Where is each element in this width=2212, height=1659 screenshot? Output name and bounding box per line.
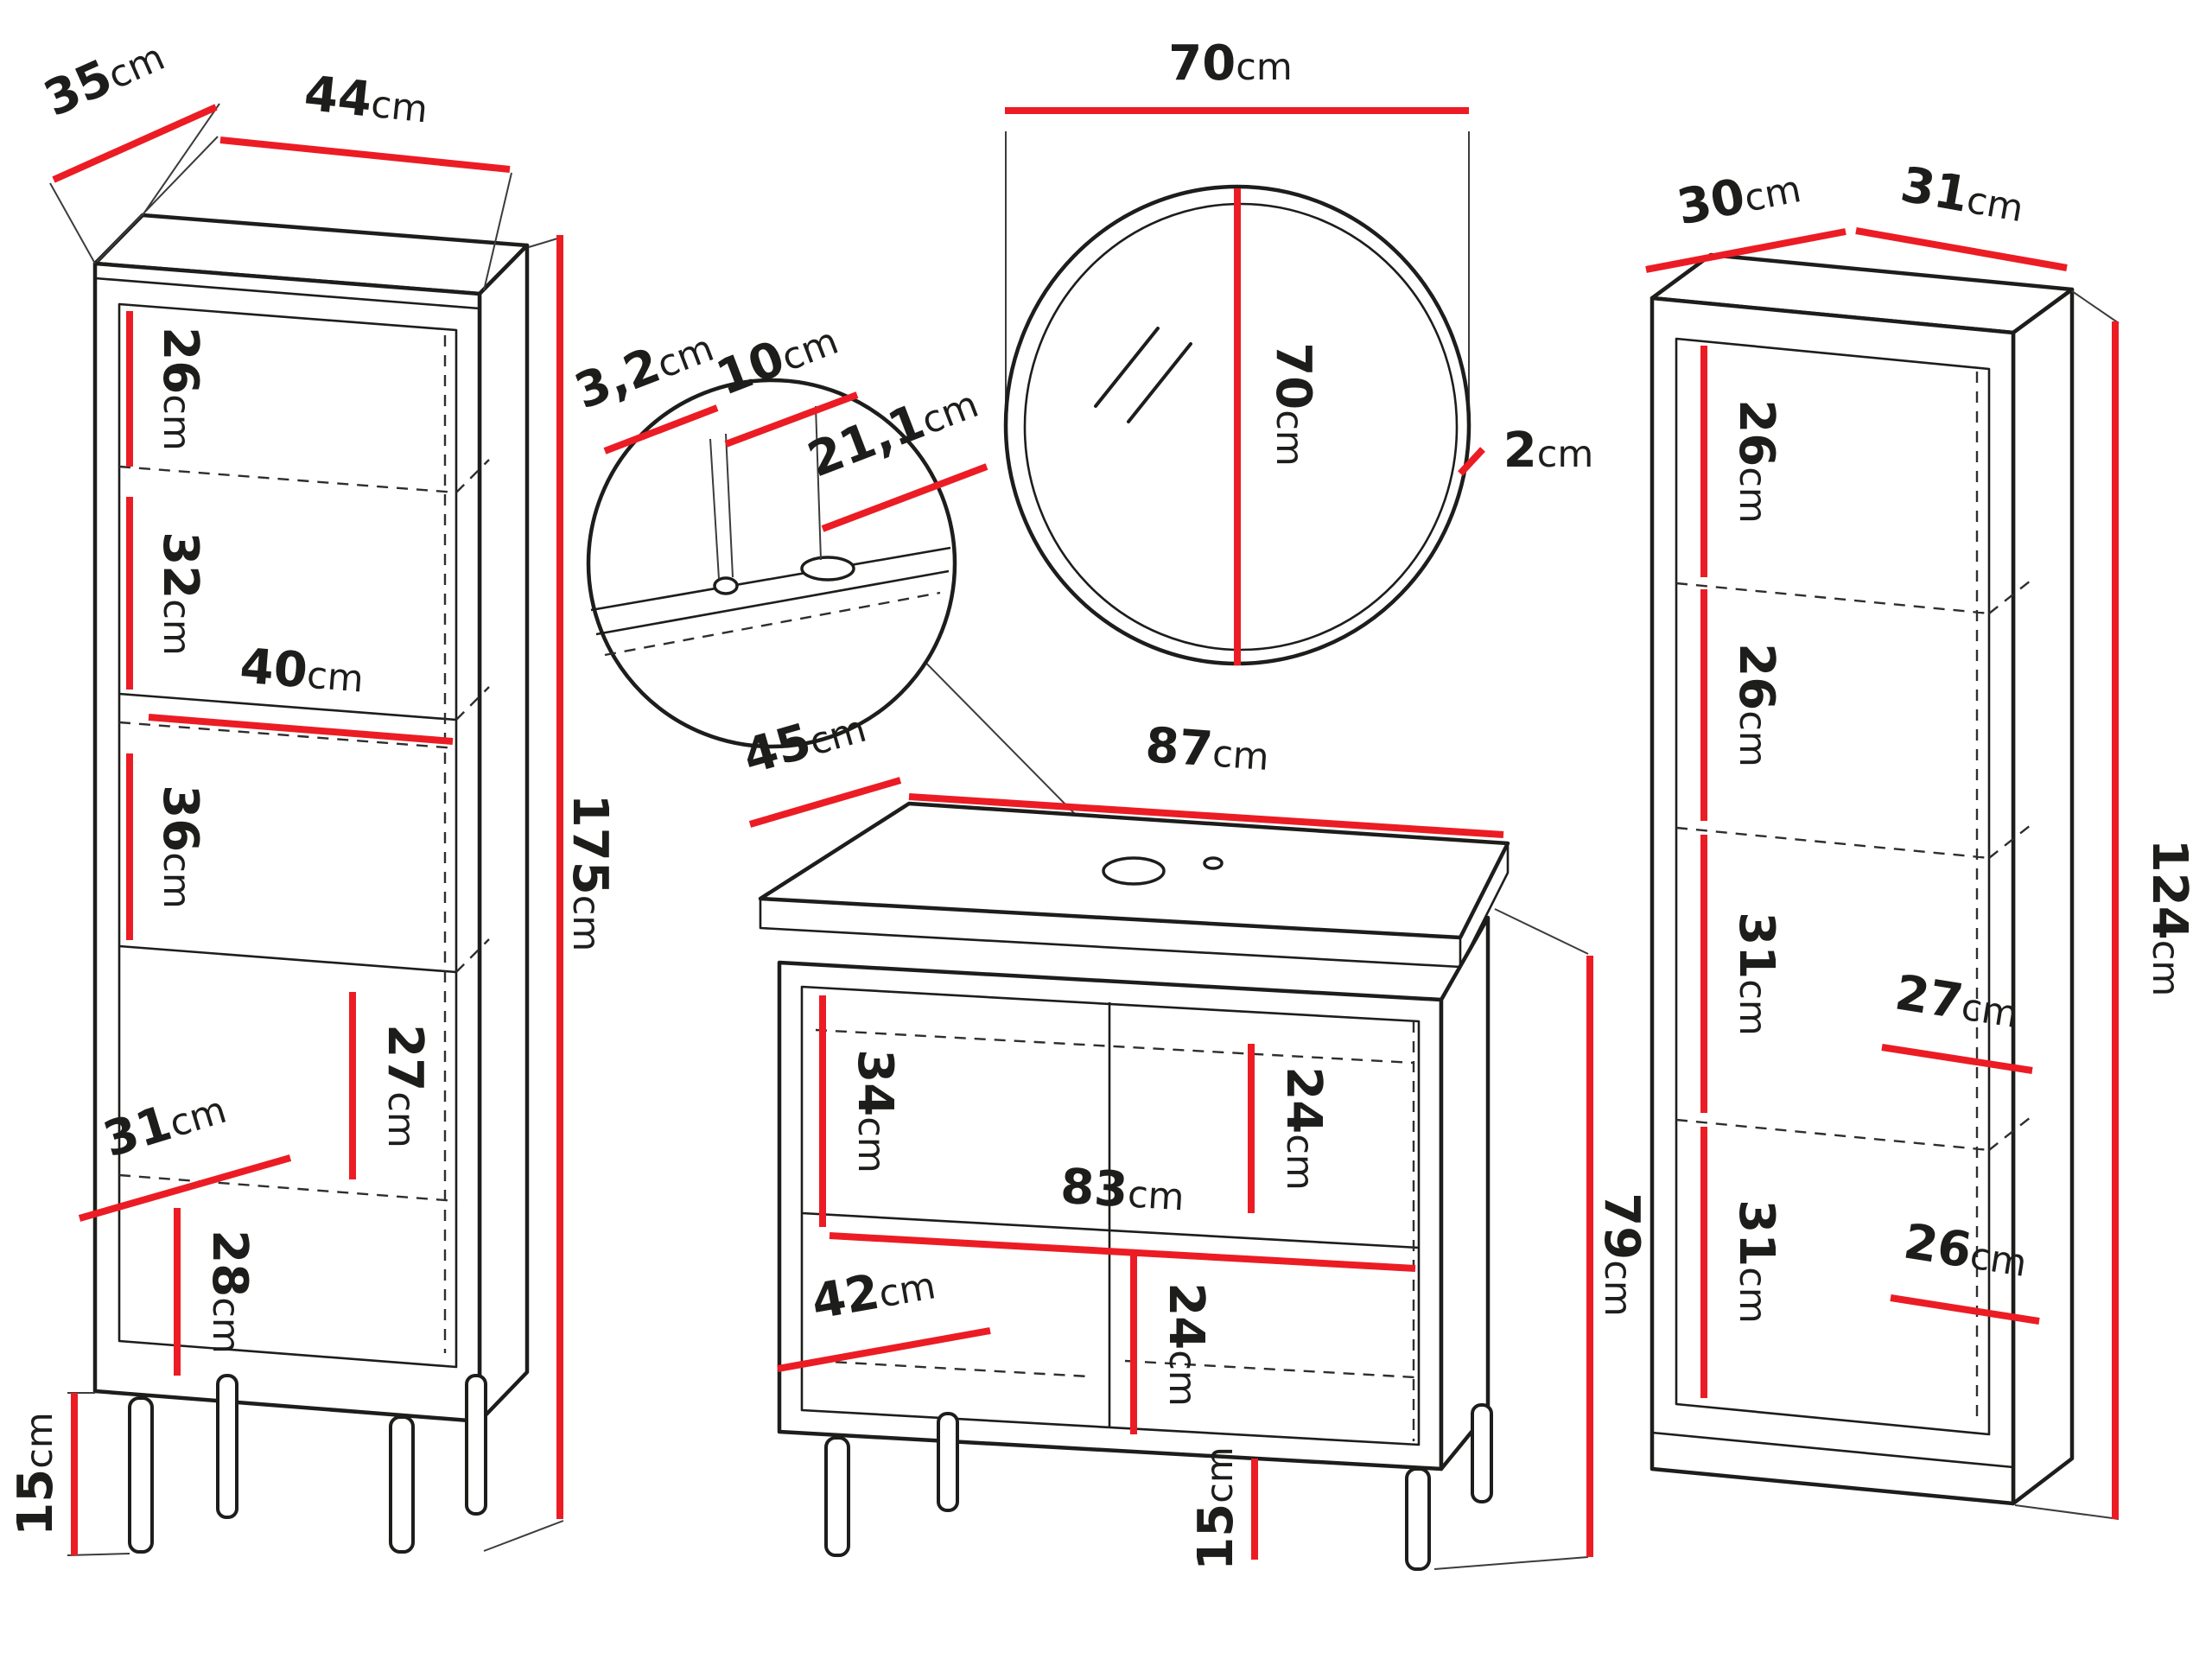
mirror-glare-marks [1094, 327, 1192, 423]
tall-cabinet-shelf-width-label: 40cm [238, 639, 365, 704]
tall-cabinet-top-slab-edge [94, 276, 480, 310]
mirror-extension-lines [1005, 131, 1470, 436]
tall-cabinet-extension-lines [49, 103, 564, 1556]
wall-cabinet: 30cm 31cm 124cm 26cm 26cm 31cm 31cm 27cm… [1645, 156, 2197, 1520]
tall-cabinet-height-label: 175cm [562, 794, 618, 951]
vanity-leg-label: 15cm [1188, 1446, 1244, 1570]
detail-hole-offset-dim-line [821, 463, 988, 532]
vanity-back-right-leg [1471, 1403, 1493, 1503]
detail-extension-lines [709, 405, 822, 580]
tall-cabinet-shelf-width-dim-line [148, 714, 454, 745]
vanity-upper-height-label: 34cm [847, 1049, 903, 1173]
vanity-depth-dim-line [748, 777, 902, 828]
mirror-width-label: 70cm [1168, 35, 1292, 92]
detail-hole-spacing-dim-line [724, 391, 859, 448]
tall-cabinet-bottom-section-label: 28cm [201, 1230, 257, 1353]
detail-sink-hole [800, 556, 855, 582]
tall-cabinet-width-label: 44cm [302, 66, 430, 135]
tall-cabinet-inner-frame [118, 302, 458, 1369]
tall-cabinet-door-divider [118, 944, 457, 974]
vanity-height-label: 79cm [1593, 1192, 1649, 1316]
wall-cabinet-width-label: 31cm [1897, 156, 2029, 233]
vanity-back-left-leg [937, 1412, 959, 1512]
vanity-hidden-edges [815, 1021, 1416, 1441]
vanity-tap-hole [1203, 856, 1224, 870]
vanity-width-label: 87cm [1143, 717, 1271, 782]
vanity-cabinet: 45cm 87cm 79cm 34cm 24cm 83cm 24cm 42cm … [737, 708, 1649, 1571]
wall-cabinet-section1-label: 26cm [1728, 399, 1784, 523]
detail-circle [586, 378, 957, 749]
tall-cabinet: 35cm 44cm 175cm 15cm 26cm 32cm 40cm 36cm… [8, 35, 618, 1556]
round-mirror: 70cm 70cm 2cm [1003, 35, 1594, 666]
wall-cabinet-inner-width-dim-line [1881, 1044, 2033, 1074]
wall-cabinet-inner-width-label: 27cm [1891, 964, 2023, 1039]
mirror-depth-dim-tick [1458, 447, 1485, 476]
tall-cabinet-leg-label: 15cm [8, 1412, 64, 1535]
wall-cabinet-depth-dim-line [1645, 228, 1847, 273]
tall-cabinet-shelf [118, 692, 457, 721]
vanity-inner-width-label: 83cm [1059, 1159, 1186, 1223]
wall-cabinet-extension-lines [2014, 290, 2120, 1520]
wall-cabinet-bottom-slab-edge [1651, 1431, 2014, 1469]
vanity-width-dim-line [908, 793, 1504, 838]
detail-small-hole [713, 576, 739, 595]
tall-cabinet-side-face [477, 243, 530, 1424]
vanity-shelf [801, 1211, 1420, 1249]
tall-cabinet-section1-label: 26cm [152, 327, 208, 450]
detail-hole-diameter-dim-line [603, 404, 719, 454]
wall-cabinet-section2-label: 26cm [1728, 643, 1784, 766]
tall-cabinet-back-right-leg [465, 1374, 487, 1516]
detail-hidden-edge [604, 591, 941, 657]
mirror-depth-label: 2cm [1503, 423, 1594, 479]
tall-cabinet-door-width-dim-line [78, 1154, 292, 1222]
tall-cabinet-section3-label: 36cm [152, 785, 208, 908]
vanity-lower-right-label: 24cm [1158, 1282, 1214, 1406]
wall-cabinet-bottom-width-dim-line [1890, 1294, 2040, 1325]
vanity-front-left-leg [824, 1436, 850, 1557]
wall-cabinet-bottom-width-label: 26cm [1900, 1213, 2031, 1288]
mirror-height-label: 70cm [1265, 342, 1321, 466]
vanity-counter-slab-edges [759, 843, 1510, 969]
tall-cabinet-front-left-leg [128, 1396, 154, 1554]
tall-cabinet-back-left-leg [216, 1374, 238, 1519]
tall-cabinet-depth-dim-line [52, 104, 218, 183]
vanity-sink-hole [1102, 856, 1166, 886]
wall-cabinet-depth-label: 30cm [1673, 157, 1805, 236]
vanity-lower-width-label: 42cm [807, 1254, 939, 1331]
tall-cabinet-hidden-edges [118, 335, 490, 1353]
wall-cabinet-width-dim-line [1855, 227, 2068, 271]
wall-cabinet-section4-label: 31cm [1728, 1199, 1784, 1323]
wall-cabinet-height-label: 124cm [2141, 839, 2197, 996]
wall-cabinet-section3-label: 31cm [1728, 912, 1784, 1035]
wall-cabinet-hidden-edges [1675, 372, 2031, 1424]
detail-counter-edge [590, 546, 951, 636]
vanity-upper-right-label: 24cm [1275, 1066, 1332, 1190]
vanity-side-face [1439, 915, 1491, 1471]
tall-cabinet-front-right-leg [389, 1415, 415, 1554]
vanity-extension-lines [1433, 908, 1589, 1570]
vanity-lower-width-dim-line [777, 1327, 991, 1372]
tall-cabinet-width-dim-line [219, 137, 511, 173]
vanity-inner-frame [800, 985, 1421, 1446]
wall-cabinet-inner-frame [1675, 337, 1991, 1436]
wall-cabinet-front-face [1649, 296, 2016, 1506]
tall-cabinet-section2-label: 32cm [152, 531, 208, 655]
vanity-inner-width-dim-line [829, 1232, 1416, 1272]
vanity-front-right-leg [1405, 1467, 1431, 1571]
tall-cabinet-door-height-label: 27cm [377, 1024, 433, 1147]
